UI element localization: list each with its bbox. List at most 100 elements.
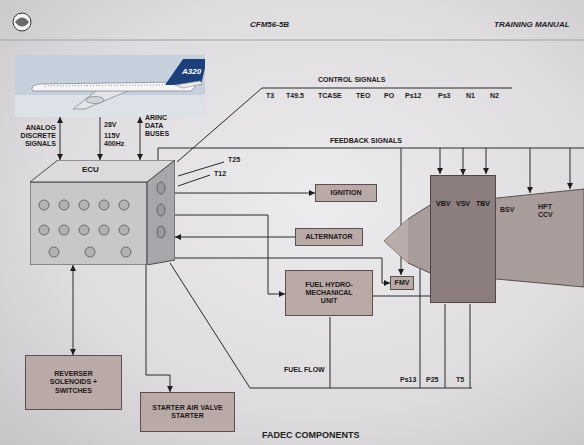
feedback-bus (463, 148, 584, 149)
signal-name: TEO (356, 92, 370, 100)
connector-plug (79, 200, 89, 210)
sensor-wire (330, 317, 331, 388)
sensor-bus (250, 388, 472, 389)
sensor-wire (420, 269, 421, 388)
stabilizer (175, 81, 203, 88)
signal-name: T12 (214, 170, 226, 178)
connector-plug (79, 225, 89, 235)
signal-name: FUEL FLOW (284, 366, 325, 374)
box-label: BSV (500, 206, 514, 214)
node-outline (30, 160, 175, 265)
signal-name: TCASE (318, 92, 342, 100)
logo-mark (15, 18, 29, 27)
ecu-top (30, 160, 175, 182)
node-outline (15, 55, 205, 117)
header-rule (0, 40, 584, 41)
engine-outline: BSV HPT CCV VBV VSV TBV (380, 175, 584, 303)
engine-inlet (384, 219, 408, 263)
connector (60, 117, 61, 160)
process-box: REVERSER SOLENOIDS + SWITCHES (25, 355, 122, 410)
signal-name: N1 (466, 92, 475, 100)
box-label: REVERSER SOLENOIDS + SWITCHES (42, 370, 105, 394)
feedback-drop (440, 148, 441, 174)
aircraft-picture: A320 (15, 55, 205, 117)
box-label: IGNITION (330, 189, 361, 197)
power-label: 28V (104, 121, 116, 129)
process-box: STARTER AIR VALVE STARTER (140, 392, 235, 432)
process-box: IGNITION (315, 184, 377, 202)
box-label: VBV (436, 200, 450, 208)
ecu-front (30, 182, 147, 265)
manual-title: TRAINING MANUAL (494, 20, 570, 29)
box-label: ALTERNATOR (305, 233, 352, 241)
signal-name: N2 (490, 92, 499, 100)
sensor-wire (470, 304, 471, 388)
connector (175, 215, 285, 294)
signal-name: Ps12 (405, 92, 421, 100)
connector-label: ANALOG DISCRETE SIGNALS (6, 124, 56, 148)
connector-label: ARINC DATA BUSES (145, 114, 175, 138)
connector-plug (59, 200, 69, 210)
box-label: VSV (456, 200, 470, 208)
box-label: HPT CCV (538, 203, 560, 219)
control-bus (262, 88, 512, 89)
connector (158, 148, 463, 175)
connector-plug (119, 200, 129, 210)
feedback-drop (486, 148, 487, 174)
box-label: STARTER AIR VALVE STARTER (147, 404, 228, 420)
box-label: FUEL HYDRO- MECHANICAL UNIT (300, 281, 358, 305)
connector-plug (39, 200, 49, 210)
connector-plug (49, 247, 59, 257)
box-label: A320 (182, 67, 201, 76)
company-logo (13, 13, 31, 31)
box-label: FMV (395, 279, 410, 287)
ecu-unit: ECU (30, 160, 175, 265)
valve-box: FMV (390, 276, 414, 290)
signal-name: PO (384, 92, 394, 100)
signal-name: P25 (426, 376, 438, 384)
connector-plug (59, 225, 69, 235)
windows (45, 85, 165, 86)
bus-label: CONTROL SIGNALS (318, 76, 386, 84)
connector (373, 296, 430, 297)
box-label: TBV (476, 200, 490, 208)
signal-name: T49.5 (286, 92, 304, 100)
signal-name: Ps3 (438, 92, 450, 100)
connector (175, 237, 295, 238)
feedback-drop (570, 148, 571, 189)
sensor-wire (178, 175, 210, 186)
connector-label: FEEDBACK SIGNALS (330, 137, 402, 145)
connector-label: 115V 400Hz (104, 132, 134, 148)
logo-ring (13, 13, 31, 31)
connector-plug (85, 247, 95, 257)
connector (140, 117, 141, 160)
process-box: FUEL HYDRO- MECHANICAL UNIT (285, 270, 373, 316)
signal-name: Ps13 (400, 376, 416, 384)
engine-pod (86, 97, 104, 104)
sensor-wire (170, 263, 250, 388)
connector-plug (119, 225, 129, 235)
connector (146, 265, 170, 392)
connector (100, 117, 101, 160)
actuator-block: VBV VSV TBV (430, 175, 496, 303)
connector-plug (121, 247, 131, 257)
signal-name: T3 (266, 92, 274, 100)
feedback-drop (530, 148, 531, 193)
connector-plug (99, 225, 109, 235)
connector (73, 265, 74, 355)
signal-name: T5 (456, 376, 464, 384)
connector-plug (157, 204, 165, 216)
connector (175, 193, 315, 194)
figure-caption: FADEC COMPONENTS (262, 430, 360, 440)
manual-reference: CFM56-5B (250, 20, 289, 29)
connector-plug (157, 226, 165, 238)
connector-plug (157, 182, 165, 194)
box-label: ECU (82, 165, 99, 174)
sensor-wire (445, 304, 446, 388)
connector-plug (39, 225, 49, 235)
sky (15, 55, 205, 117)
connector-plug (99, 200, 109, 210)
signal-name: T25 (228, 156, 240, 164)
process-box: ALTERNATOR (295, 228, 363, 246)
